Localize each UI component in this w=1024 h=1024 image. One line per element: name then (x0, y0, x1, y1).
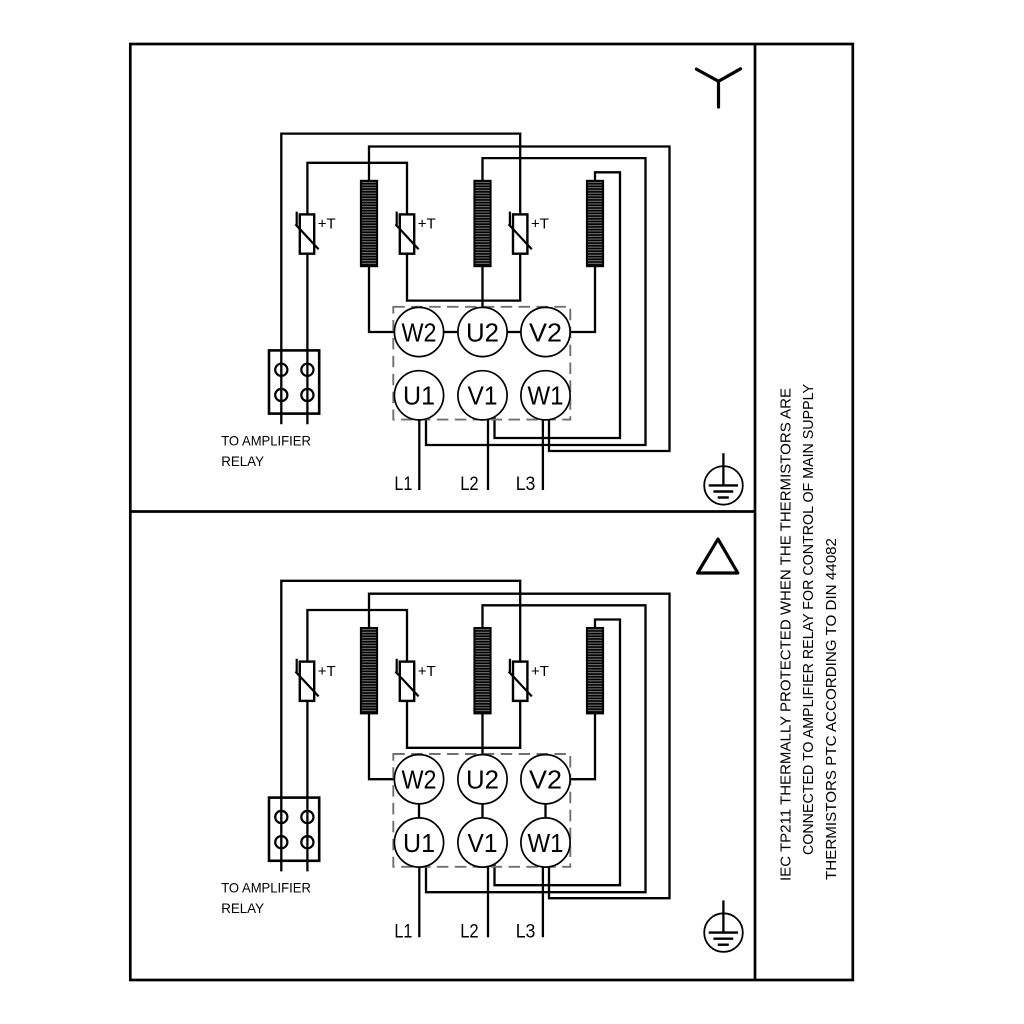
svg-text:CONNECTED TO AMPLIFIER RELAY F: CONNECTED TO AMPLIFIER RELAY FOR CONTROL… (800, 384, 817, 855)
svg-text:IEC TP211 THERMALLY PROTECTED: IEC TP211 THERMALLY PROTECTED WHEN THE T… (777, 388, 794, 881)
svg-text:THERMISTORS PTC ACCORDING TO D: THERMISTORS PTC ACCORDING TO DIN 44082 (823, 538, 840, 880)
